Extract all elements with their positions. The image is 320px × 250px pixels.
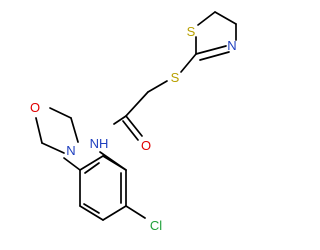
atom-label-o-carbonyl: O: [141, 138, 151, 153]
bond: [214, 11, 237, 25]
bond: [79, 205, 104, 221]
bond: [83, 203, 100, 214]
atom-label-s-thioether: S: [171, 70, 180, 85]
bond: [102, 205, 127, 221]
bond: [197, 11, 216, 26]
atom-label-o-morpholine: O: [30, 100, 40, 115]
bond: [125, 115, 143, 137]
chemical-structure: S N S NH O O N Cl: [30, 11, 237, 233]
bond: [49, 107, 72, 119]
bond: [79, 155, 104, 171]
atom-label-cl: Cl: [150, 218, 162, 233]
atom-label-s-ring: S: [187, 24, 196, 39]
bond: [122, 120, 139, 141]
bond: [195, 45, 227, 55]
bond: [147, 80, 168, 93]
bond: [41, 142, 65, 154]
atom-label-n-morpholine: N: [66, 143, 75, 158]
atom-label-n-ring: N: [227, 38, 236, 53]
bond: [35, 117, 43, 144]
atom-label-nh: NH: [90, 136, 109, 151]
bond: [70, 117, 79, 143]
bond: [63, 157, 81, 171]
bond: [84, 162, 100, 174]
bond: [199, 51, 230, 61]
bond-lines: [35, 11, 237, 221]
bond: [102, 155, 127, 171]
bond: [180, 53, 197, 73]
bond: [113, 115, 127, 125]
bond: [125, 91, 149, 117]
bond: [125, 205, 146, 219]
